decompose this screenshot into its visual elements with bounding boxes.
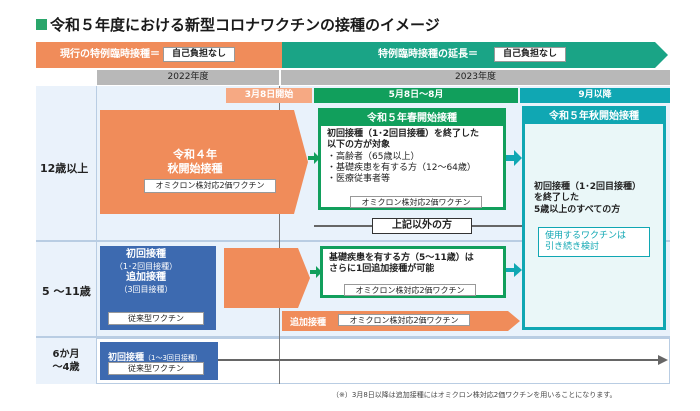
autumn2023-text1: 初回接種（1･2回目接種） [534, 182, 642, 192]
age-column-bg [36, 86, 96, 384]
row-divider-1 [36, 240, 670, 242]
period-sept: 9月以降 [520, 88, 670, 103]
title-marker [36, 19, 47, 30]
year-2023-header: 2023年度 [281, 70, 670, 85]
fiscal-year-divider [279, 86, 280, 384]
autumn2023-box: 令和５年秋開始接種 [522, 106, 666, 330]
age-6m-line1: 6か月 [52, 349, 80, 360]
autumn2022-vaccine-tag: オミクロン株対応2価ワクチン [144, 179, 276, 193]
infant-primary-sub: （1～3回目接種） [144, 354, 202, 362]
spring2023-item-underlying: ・基礎疾患を有する方（12～64歳） [327, 162, 476, 173]
age-6m-line2: ～4歳 [52, 362, 80, 373]
spring2023-item-elderly: ・高齢者（65歳以上） [327, 151, 420, 162]
child5-arrow [224, 248, 310, 308]
child-booster-sub: （3回目接種） [119, 285, 173, 294]
vaccine-tbd-box: 使用するワクチンは 引き続き検討 [538, 227, 650, 257]
period-may-aug: 5月8日～8月 [314, 88, 518, 103]
spring2023-box: 令和５年春開始接種 初回接種（1･2回目接種）を終了した 以下の方が対象 ・高齢… [318, 108, 506, 210]
child-primary-label: 初回接種 [126, 249, 166, 260]
age-5-11-label: 5 ～11歳 [42, 285, 91, 298]
year-2022-header: 2022年度 [97, 70, 279, 85]
infant-primary-label: 初回接種 [108, 353, 145, 363]
infant-primary-text: 初回接種（1～3回目接種） [108, 345, 202, 364]
arrow-child5-out [506, 263, 522, 277]
other-people-label: 上記以外の方 [372, 218, 472, 234]
arrow-child5 [310, 266, 322, 278]
age-6m-4-label: 6か月 ～4歳 [38, 348, 94, 374]
age-column-divider [96, 86, 97, 384]
spring2023-text1: 初回接種（1･2回目接種）を終了した [327, 129, 480, 139]
current-phase-label: 現行の特例臨時接種＝ [60, 49, 160, 60]
infant-line-head [658, 355, 668, 365]
extension-phase-tag: 自己負担なし [494, 47, 566, 62]
autumn2022-title: 令和４年 秋開始接種 [160, 148, 230, 176]
row-divider-2 [36, 336, 670, 338]
child-booster-label: 追加接種 [126, 272, 166, 283]
autumn2023-text3: 5歳以上のすべての方 [534, 204, 621, 215]
spring2023-title: 令和５年春開始接種 [321, 111, 503, 126]
child5-text1: 基礎疾患を有する方（5～11歳）は [329, 253, 474, 263]
age-12-label: 12歳以上 [40, 162, 89, 175]
page-title: 令和５年度における新型コロナワクチンの接種のイメージ [50, 16, 440, 34]
child5-vaccine-tag: オミクロン株対応2価ワクチン [344, 284, 476, 296]
booster-label: 追加接種 [290, 318, 327, 328]
period-march: 3月8日開始 [226, 88, 312, 103]
spring2023-item-medical: ・医療従事者等 [327, 174, 391, 184]
child-primary-text: 初回接種 （1･2回目接種） 追加接種 （3回目接種） [104, 249, 188, 295]
child-conventional-tag: 従来型ワクチン [108, 312, 204, 325]
footnote: （※）3月8日以降は追加接種にはオミクロン株対応2価ワクチンを用いることになりま… [332, 391, 617, 399]
autumn2023-text: 初回接種（1･2回目接種） を終了した 5歳以上のすべての方 [534, 182, 666, 216]
infant-conventional-tag: 従来型ワクチン [108, 362, 204, 375]
extension-phase-label: 特例臨時接種の延長＝ [378, 49, 478, 60]
autumn2023-text2: を終了した [534, 193, 580, 204]
current-phase-tag: 自己負担なし [163, 47, 235, 62]
booster-vaccine-tag: オミクロン株対応2価ワクチン [338, 314, 470, 326]
vaccine-tbd-line1: 使用するワクチンは [545, 231, 627, 241]
extension-phase-arrow [282, 42, 668, 68]
arrow-to-spring [308, 152, 320, 164]
child-primary-sub: （1･2回目接種） [114, 262, 178, 271]
spring2023-vaccine-tag: オミクロン株対応2価ワクチン [350, 196, 482, 208]
autumn2022-title-line1: 令和４年 [173, 148, 217, 161]
autumn2022-title-line2: 秋開始接種 [167, 162, 223, 175]
autumn2023-title: 令和５年秋開始接種 [525, 109, 663, 124]
spring2023-text2: 以下の方が対象 [327, 140, 391, 151]
arrow-to-autumn2023 [506, 150, 522, 166]
vaccine-tbd-line2: 引き続き検討 [545, 242, 600, 253]
child5-text2: さらに1回追加接種が可能 [329, 264, 435, 275]
